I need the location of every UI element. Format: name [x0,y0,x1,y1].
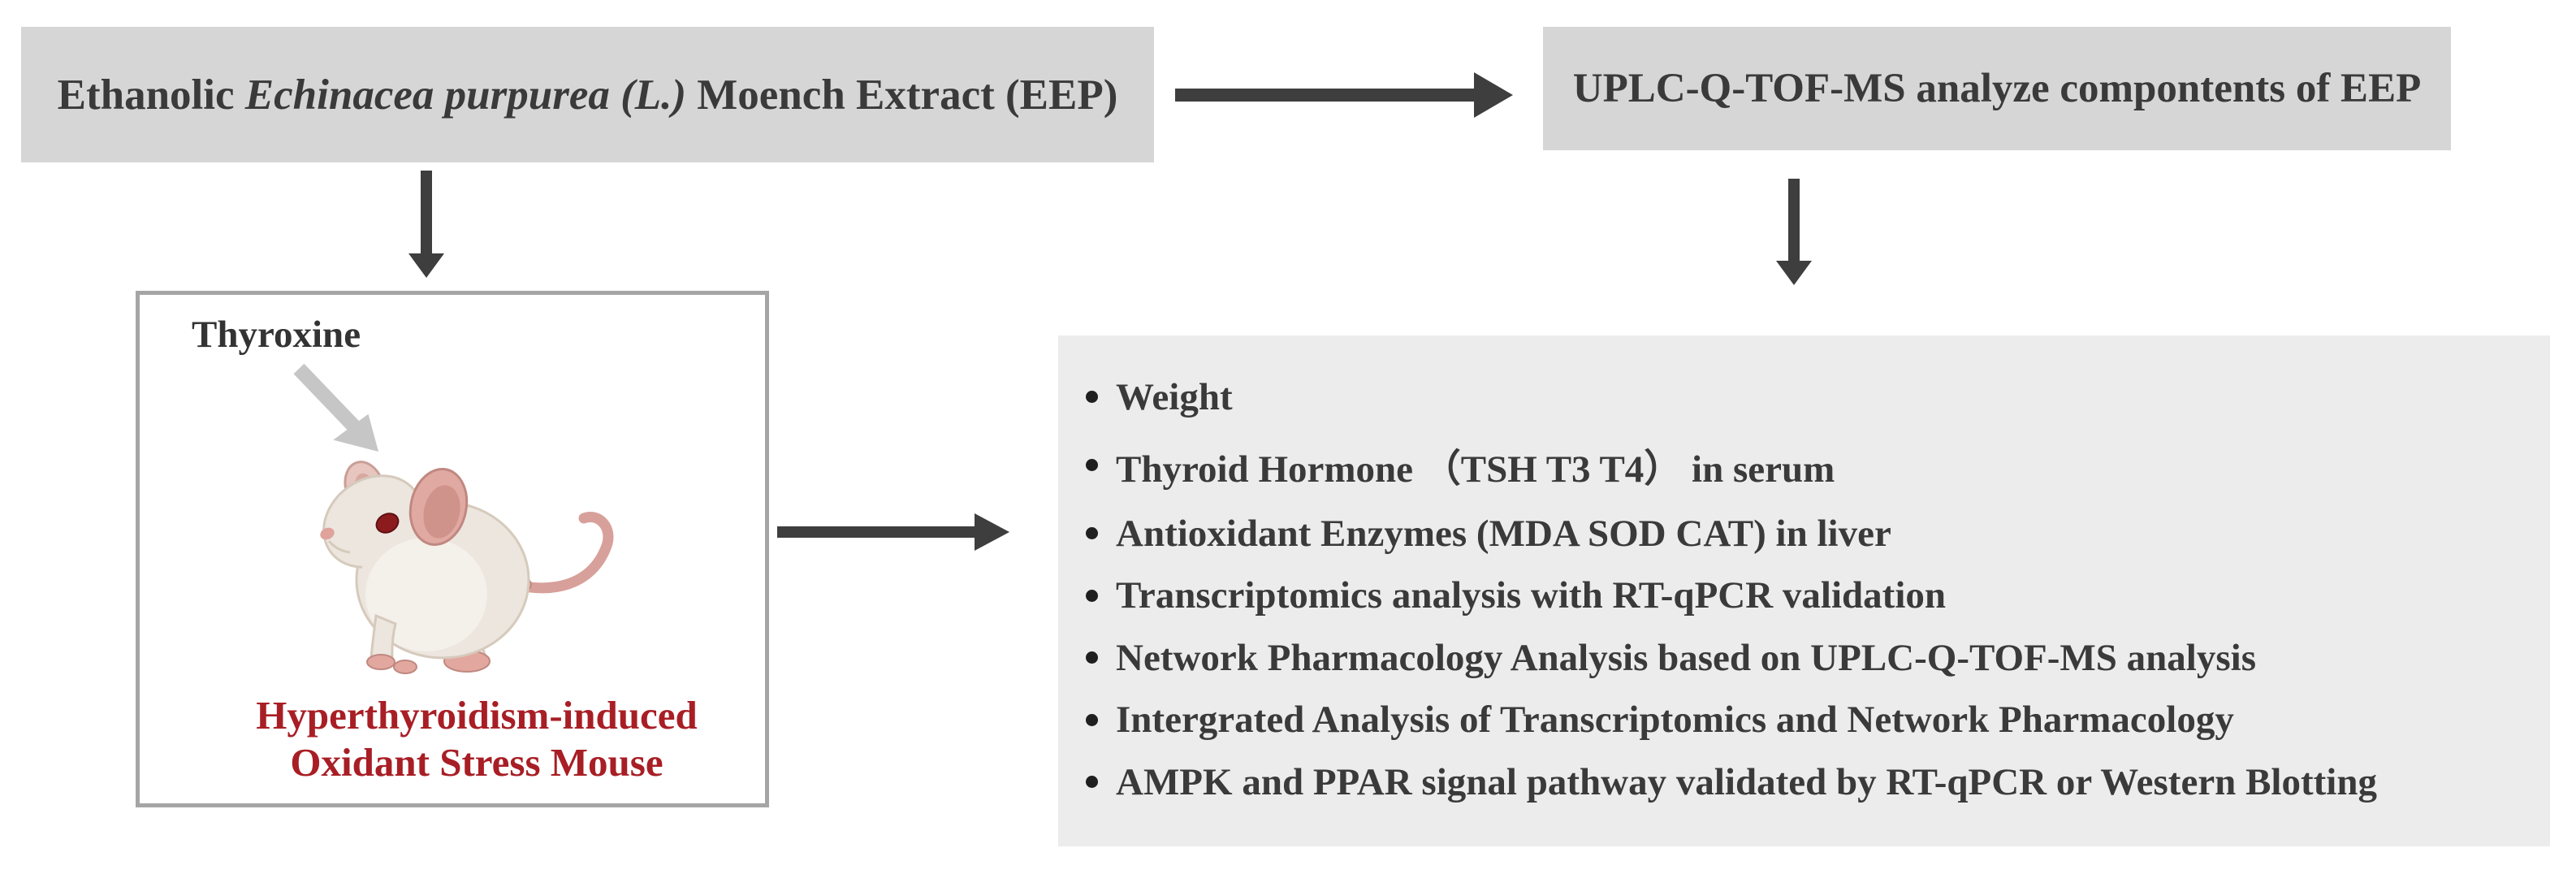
bullet-dot-icon [1086,651,1098,664]
bullet-dot-icon [1086,589,1098,602]
eep-text-suffix: Moench Extract (EEP) [686,71,1118,119]
outcome-label: Transcriptomics analysis with RT-qPCR va… [1116,574,1947,617]
arrow-eep-to-mouse-shaft [421,171,432,255]
bullet-dot-icon [1086,527,1098,539]
thyroxine-injection-arrow-icon [293,363,378,452]
outcome-label: Intergrated Analysis of Transcriptomics … [1116,699,2234,741]
uplc-analysis-label: UPLC-Q-TOF-MS analyze compontents of EEP [1572,66,2422,111]
arrow-mouse-to-outcomes-shaft [777,526,976,538]
outcome-label: Network Pharmacology Analysis based on U… [1116,636,2256,679]
outcomes-list: Weight Thyroid Hormone （TSH T3 T4） in se… [1058,335,2550,846]
eep-extract-label: Ethanolic Echinacea purpurea (L.) Moench… [58,71,1118,119]
arrow-mouse-to-outcomes-head-icon [975,513,1009,551]
eep-extract-box: Ethanolic Echinacea purpurea (L.) Moench… [21,27,1154,162]
outcomes-box: Weight Thyroid Hormone （TSH T3 T4） in se… [1058,335,2550,846]
mouse-caption-line1: Hyperthyroidism-induced [256,693,698,738]
bullet-dot-icon [1086,459,1098,471]
mouse-caption: Hyperthyroidism-induced Oxidant Stress M… [176,692,777,786]
arrow-eep-to-uplc-head-icon [1474,72,1513,118]
thyroxine-label: Thyroxine [192,314,361,356]
arrow-uplc-to-outcomes-shaft [1788,179,1800,262]
outcome-item: Thyroid Hormone （TSH T3 T4） in serum [1086,437,2534,493]
outcome-label: AMPK and PPAR signal pathway validated b… [1116,760,2377,803]
mouse-model-panel: Thyroxine [136,291,769,807]
outcome-item: Intergrated Analysis of Transcriptomics … [1086,698,2534,742]
outcome-item: Antioxidant Enzymes (MDA SOD CAT) in liv… [1086,512,2534,556]
outcome-label: Antioxidant Enzymes (MDA SOD CAT) in liv… [1116,512,1891,555]
lab-mouse-illustration [320,461,614,674]
outcome-item: Weight [1086,375,2534,419]
outcome-label: Thyroid Hormone （TSH T3 T4） in serum [1116,448,1835,491]
bullet-dot-icon [1086,776,1098,788]
arrow-eep-to-uplc-shaft [1175,89,1474,102]
eep-species-italic: Echinacea purpurea (L.) [244,71,687,119]
bullet-dot-icon [1086,713,1098,726]
outcome-item: Transcriptomics analysis with RT-qPCR va… [1086,573,2534,617]
outcome-item: Network Pharmacology Analysis based on U… [1086,636,2534,680]
arrow-eep-to-mouse-head-icon [408,253,444,278]
bullet-dot-icon [1086,391,1098,403]
uplc-analysis-box: UPLC-Q-TOF-MS analyze compontents of EEP [1543,27,2451,150]
mouse-caption-line2: Oxidant Stress Mouse [290,740,663,785]
outcome-label: Weight [1116,375,1233,418]
outcome-item: AMPK and PPAR signal pathway validated b… [1086,760,2534,804]
eep-text-prefix: Ethanolic [57,71,245,119]
arrow-uplc-to-outcomes-head-icon [1776,261,1812,285]
